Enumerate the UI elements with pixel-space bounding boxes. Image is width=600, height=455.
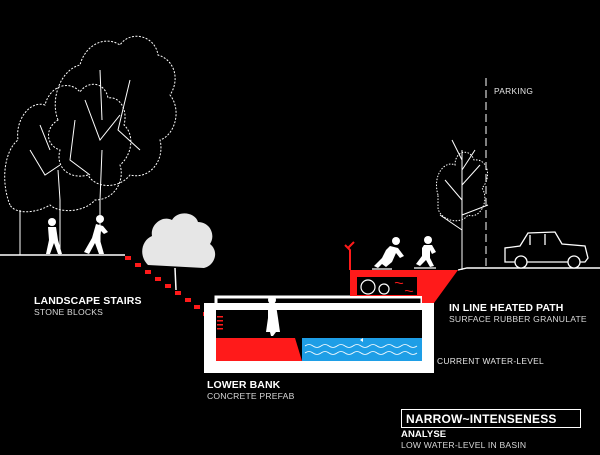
skater-icon	[372, 237, 404, 270]
person-icon	[84, 215, 108, 254]
lower-bank-label: LOWER BANK	[207, 379, 281, 391]
parking-label: PARKING	[494, 86, 534, 96]
shrub-icon	[142, 213, 216, 291]
diagram-title: NARROW~INTENSENESS	[406, 412, 557, 426]
person-icon	[46, 218, 62, 254]
heated-path-label: IN LINE HEATED PATH	[449, 302, 564, 314]
rubber-granulate-label: SURFACE RUBBER GRANULATE	[449, 314, 587, 324]
person-icon	[266, 296, 280, 336]
basin	[204, 295, 434, 373]
concrete-prefab-label: CONCRETE PREFAB	[207, 391, 295, 401]
tree-icon	[4, 83, 132, 255]
fish-icon	[352, 338, 363, 342]
stone-blocks-label: STONE BLOCKS	[34, 307, 104, 317]
landscape-stairs-label: LANDSCAPE STAIRS	[34, 295, 142, 307]
car-icon	[504, 231, 589, 269]
title-box: NARROW~INTENSENESS	[401, 409, 581, 428]
skater-icon	[414, 236, 436, 269]
ground-line	[457, 267, 600, 271]
heated-path-structure	[344, 241, 458, 303]
tree-icon	[48, 35, 177, 252]
low-water-label: LOW WATER-LEVEL IN BASIN	[401, 440, 527, 450]
tree-icon	[436, 139, 489, 270]
analyse-label: ANALYSE	[401, 429, 447, 440]
current-water-level-label: CURRENT WATER-LEVEL	[437, 356, 544, 366]
